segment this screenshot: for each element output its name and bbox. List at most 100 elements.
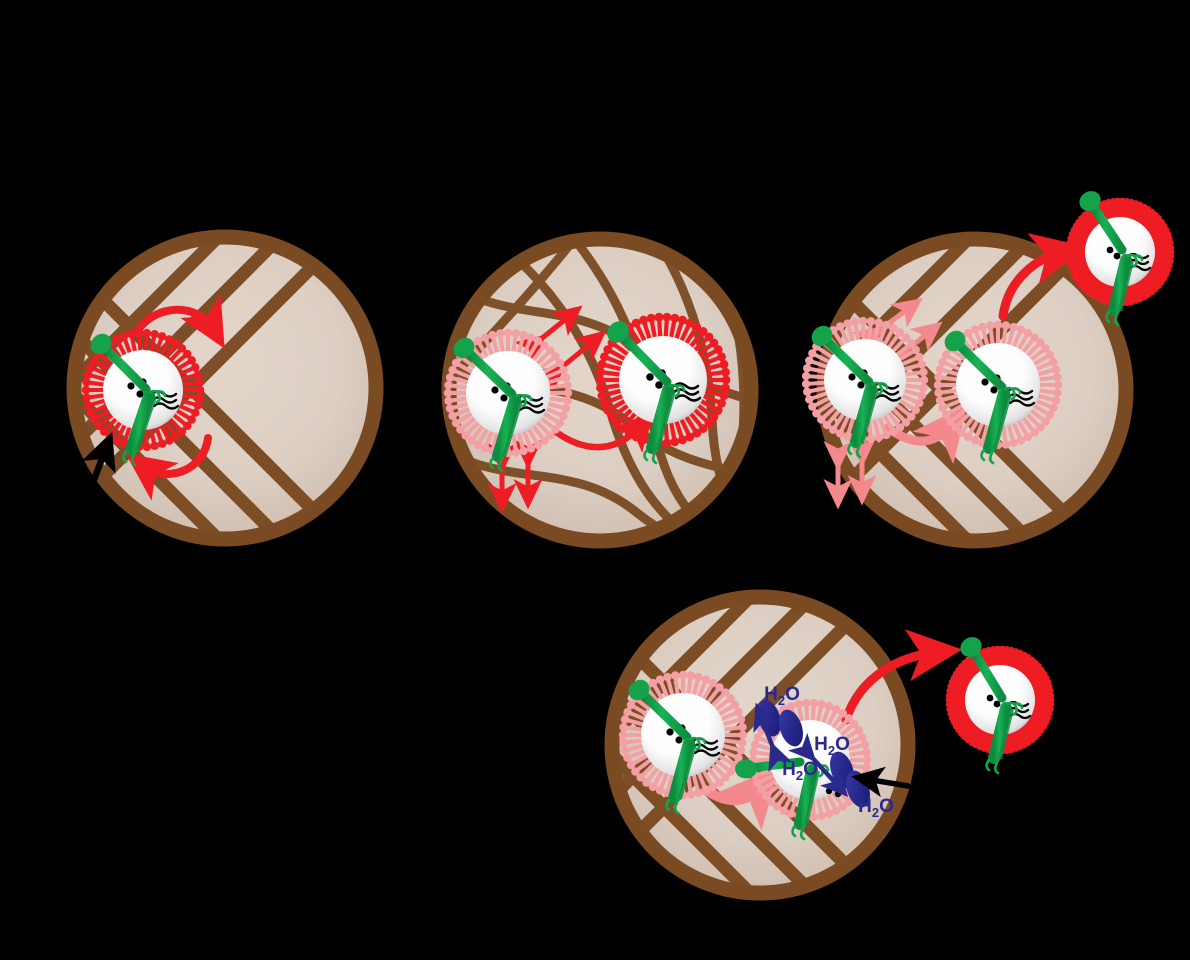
lipid-head: [555, 358, 565, 368]
lipid-head: [533, 336, 543, 346]
lipid-head: [142, 442, 152, 452]
lipid-head: [551, 352, 560, 361]
lipid-head: [698, 424, 708, 433]
lipid-head: [761, 791, 770, 801]
lipid-head: [1036, 338, 1045, 347]
lipid-head: [719, 359, 729, 369]
lipid-head: [753, 778, 762, 787]
lipid-head: [670, 437, 680, 447]
lipid-head: [738, 738, 747, 748]
escape-arrow: [998, 233, 1087, 321]
lipid-head: [824, 702, 834, 711]
lipid-head: [721, 773, 730, 782]
lipid-head: [694, 672, 703, 682]
lipid-head: [1030, 333, 1039, 342]
lipid-head: [809, 698, 819, 708]
lipid-head: [563, 396, 572, 406]
surface-protein-club: [1079, 191, 1127, 255]
lipid-head: [835, 322, 845, 331]
lipid-head: [150, 441, 159, 451]
transmembrane-protein-rod: [643, 383, 686, 465]
lipid-head: [946, 417, 955, 426]
lipid-head: [624, 428, 634, 438]
lipid-head: [473, 440, 483, 450]
lipid-head: [603, 405, 613, 415]
lipid-head: [1045, 410, 1055, 420]
lipid-head: [1001, 440, 1011, 449]
transmembrane-protein-rod: [122, 389, 167, 467]
lipid-head: [1041, 344, 1050, 353]
lipid-head: [473, 336, 483, 346]
lipid-head: [1049, 357, 1058, 367]
lipid-head: [808, 349, 817, 358]
lipid-head: [957, 428, 966, 437]
lipid-head: [1047, 692, 1055, 699]
lipid-head: [817, 811, 826, 821]
lipid-head: [561, 404, 571, 413]
lipid-head: [1023, 432, 1033, 442]
lipid-head: [456, 425, 465, 434]
lipid-head: [171, 339, 181, 348]
lipid-head: [183, 421, 192, 431]
hindered-vesicle-left: [618, 670, 748, 815]
lipid-head: [448, 365, 457, 375]
lipid-head: [648, 782, 658, 792]
lipid-head: [934, 388, 943, 398]
lipid-head: [655, 786, 665, 795]
lipid-head: [726, 694, 735, 703]
lipid-head: [191, 408, 200, 417]
lipid-head: [701, 786, 711, 795]
lipid-head: [738, 722, 747, 732]
water-label-inner-lower: H2O: [782, 759, 818, 783]
lipid-head: [157, 439, 167, 448]
lipid-head: [843, 319, 852, 328]
lipid-head: [734, 753, 743, 763]
lipid-head: [709, 338, 719, 348]
lipid-head: [704, 332, 714, 342]
lipid-head: [832, 806, 841, 815]
lipid-head: [907, 412, 916, 421]
lipid-head: [662, 438, 672, 448]
lipid-head: [766, 797, 776, 806]
lipid-head: [81, 385, 91, 395]
transit-arrow: [552, 410, 654, 454]
surface-protein-club: [944, 330, 1007, 392]
lipid-head: [183, 349, 192, 359]
lipid-head: [713, 405, 723, 415]
lipid-head: [858, 316, 868, 326]
transmembrane-protein-rod: [665, 736, 707, 815]
lipid-head: [985, 321, 995, 330]
lipid-head: [451, 358, 461, 368]
lipid-head: [895, 328, 905, 337]
lipid-head: [603, 345, 613, 355]
lipid-head: [719, 391, 729, 401]
lipid-head: [844, 714, 854, 723]
matrix-boundary: [66, 229, 384, 547]
lipid-head: [600, 352, 609, 362]
fluctuation-arrows-lower: [823, 436, 877, 510]
lipid-head: [730, 700, 740, 710]
lipid-head: [713, 345, 723, 355]
lipid-head: [915, 398, 924, 408]
lipid-head: [619, 738, 628, 748]
lipid-head: [631, 318, 641, 328]
lipid-head: [919, 375, 929, 385]
lipid-head: [551, 425, 560, 434]
lipid-head: [1016, 436, 1026, 445]
lipid-head: [838, 709, 848, 718]
lipid-head: [919, 383, 928, 393]
lipid-head: [639, 435, 648, 445]
lipid-head: [623, 753, 632, 763]
lipid-head: [843, 432, 852, 441]
surface-protein-club: [90, 333, 151, 394]
lipid-head: [83, 401, 93, 410]
lipid-head: [935, 365, 945, 374]
lipid-head: [832, 705, 841, 714]
lipid-head: [561, 373, 571, 382]
lipid-head: [461, 431, 470, 440]
rotation-arrow-top: [134, 294, 225, 349]
transmembrane-protein-rod: [489, 393, 533, 473]
lipid-head: [195, 385, 205, 395]
lipid-head: [626, 700, 636, 710]
lipid-head: [540, 341, 549, 350]
